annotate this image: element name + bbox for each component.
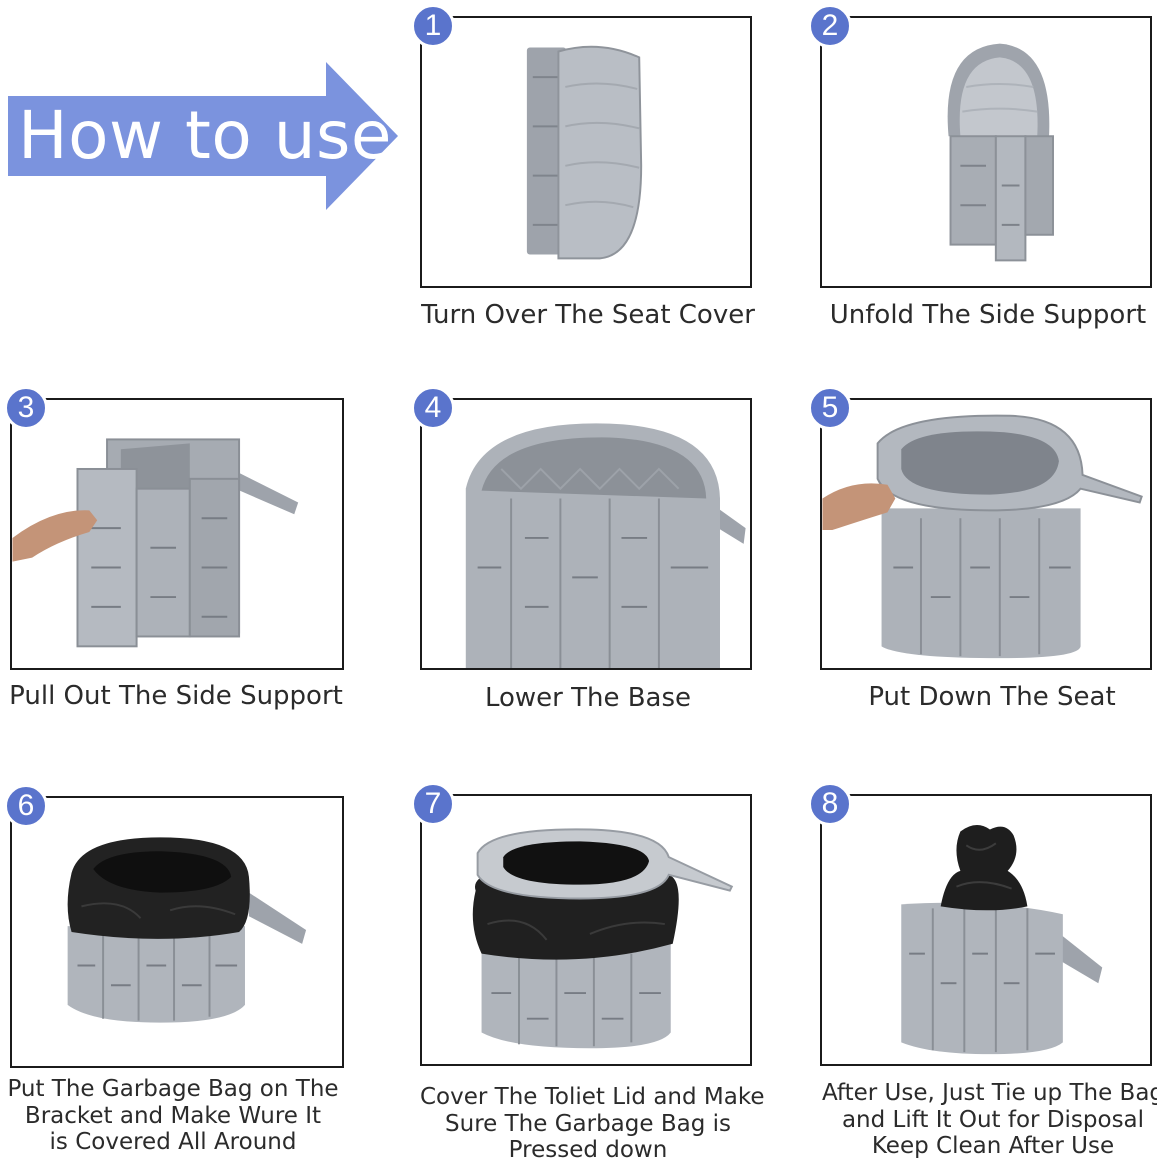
step-8-caption: After Use, Just Tie up The Bag and Lift … [821, 1080, 1157, 1159]
step-6-badge: 6 [4, 784, 48, 828]
step-1-image [420, 16, 752, 288]
step-2-caption: Unfold The Side Support [829, 300, 1147, 330]
step-4-badge: 4 [411, 386, 455, 430]
step-2-image [820, 16, 1152, 288]
step-7-image [420, 794, 752, 1066]
step-4-image [420, 398, 752, 670]
step-3-image [10, 398, 344, 670]
step-6-image [10, 796, 344, 1068]
step-8-image [820, 794, 1152, 1066]
step-7-caption: Cover The Toliet Lid and Make Sure The G… [420, 1084, 765, 1163]
step-5-badge: 5 [808, 386, 852, 430]
step-6-caption: Put The Garbage Bag on The Bracket and M… [7, 1076, 339, 1155]
step-5-caption: Put Down The Seat [868, 682, 1116, 712]
step-2-badge: 2 [808, 4, 852, 48]
step-5-image [820, 398, 1152, 670]
step-3-caption: Pull Out The Side Support [9, 681, 343, 711]
step-4-caption: Lower The Base [484, 683, 692, 713]
step-7-badge: 7 [411, 782, 455, 826]
step-3-badge: 3 [4, 386, 48, 430]
step-1-caption: Turn Over The Seat Cover [421, 300, 755, 330]
how-to-use-arrow [8, 62, 398, 210]
step-1-badge: 1 [411, 4, 455, 48]
header-title: How to use [18, 97, 393, 174]
step-8-badge: 8 [808, 782, 852, 826]
